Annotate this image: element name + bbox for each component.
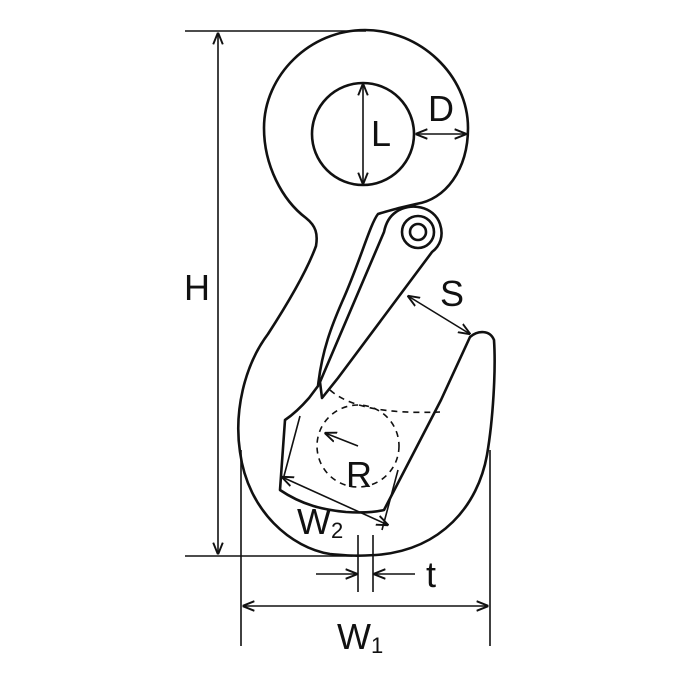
label-h: H: [184, 267, 210, 308]
throat-radius-circle: [316, 404, 400, 488]
latch-pin-outer: [400, 214, 436, 250]
eye-hole: [310, 81, 416, 187]
dimension-lines: [185, 30, 491, 646]
latch-pin-inner: [408, 222, 428, 242]
label-d: D: [428, 88, 454, 129]
label-t: t: [426, 554, 436, 595]
label-w1: W1: [337, 616, 383, 658]
label-w2: W2: [297, 501, 343, 543]
label-l: L: [371, 113, 391, 154]
hook-body: [237, 28, 496, 557]
safety-latch: [318, 205, 443, 400]
label-r: R: [346, 454, 372, 495]
hidden-edges: [316, 231, 441, 488]
label-s: S: [440, 273, 464, 314]
